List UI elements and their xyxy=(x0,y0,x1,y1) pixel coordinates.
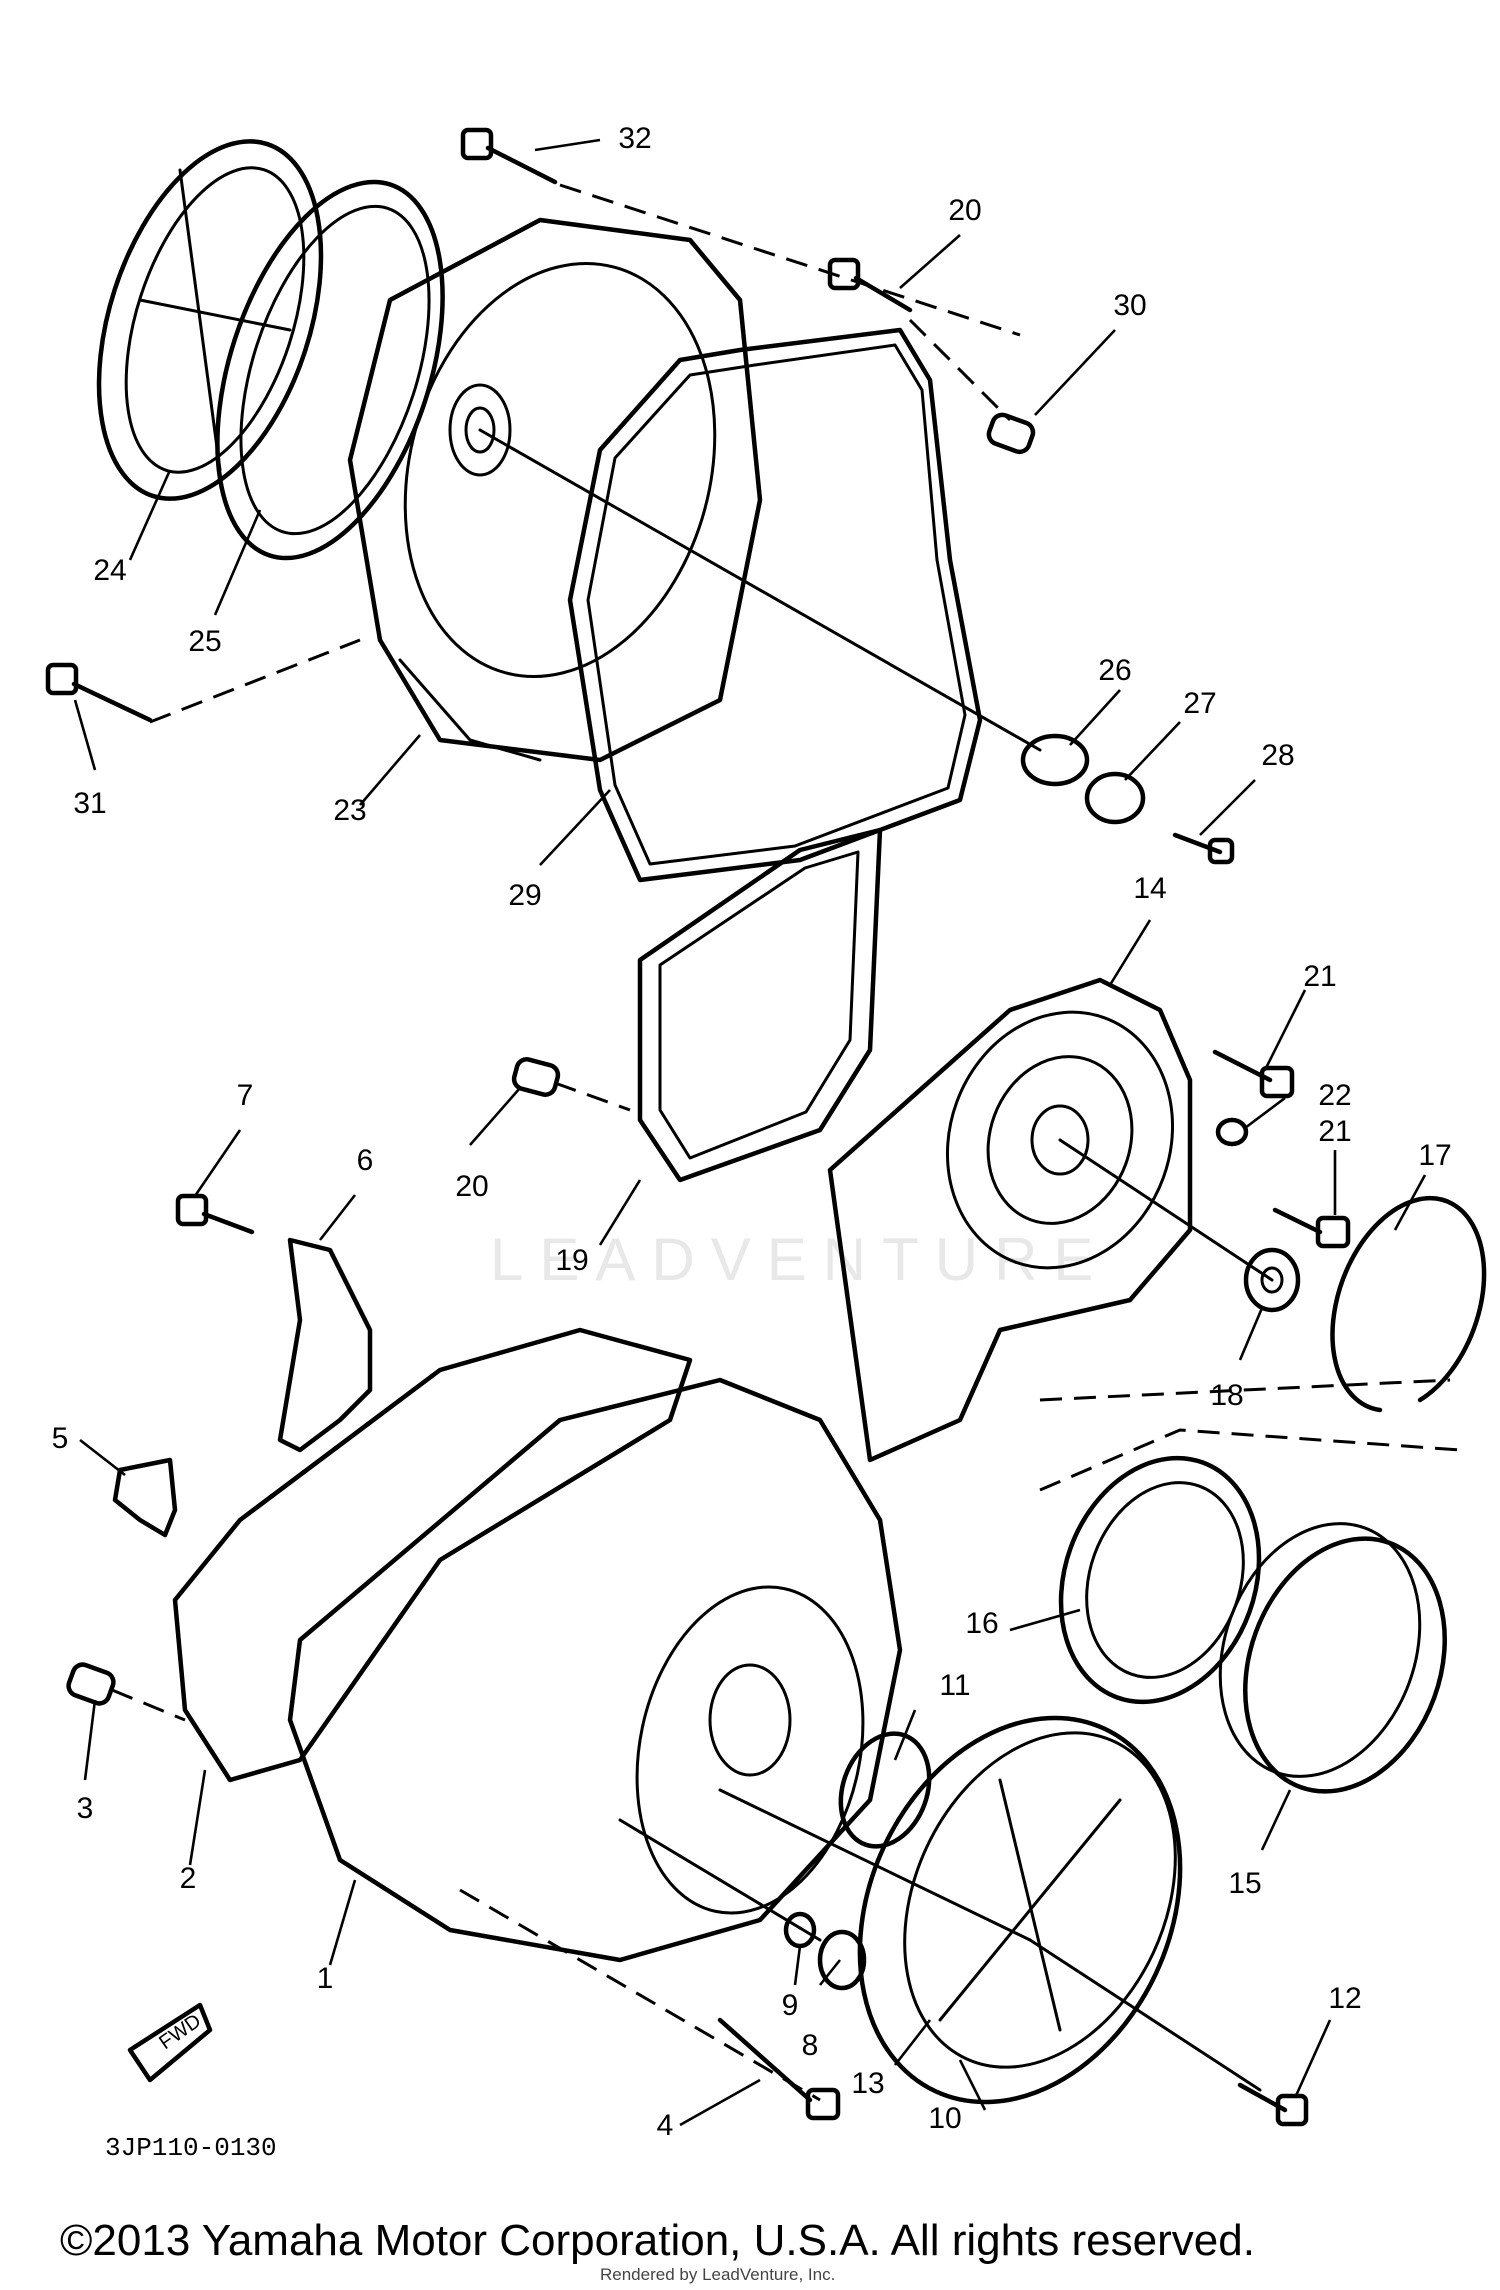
callout-20: 20 xyxy=(455,1170,488,1203)
callout-6: 6 xyxy=(357,1144,374,1177)
callout-14: 14 xyxy=(1133,872,1166,905)
part-27-collar xyxy=(1020,733,1090,787)
callout-15: 15 xyxy=(1228,1867,1261,1900)
copyright-notice: ©2013 Yamaha Motor Corporation, U.S.A. A… xyxy=(60,2216,1255,2265)
callouts: 32 20 30 24 25 31 23 29 26 27 28 14 21 2… xyxy=(52,122,1452,2142)
part-25-cover-ring xyxy=(96,139,324,501)
callout-22: 22 xyxy=(1318,1079,1351,1112)
part-14-cover xyxy=(827,977,1193,1463)
callout-11: 11 xyxy=(939,1669,970,1702)
callout-4: 4 xyxy=(657,2109,674,2142)
part-29-screw xyxy=(1172,832,1235,865)
callout-3: 3 xyxy=(77,1792,94,1825)
part-30-gasket xyxy=(567,327,983,883)
callout-21-upper: 21 xyxy=(1303,960,1336,993)
callout-31: 30 xyxy=(1113,289,1146,322)
part-3-dowel xyxy=(66,1662,116,1706)
callout-7: 7 xyxy=(237,1079,254,1112)
callout-28: 27 xyxy=(1183,687,1216,720)
diagram-code: 3JP110-0130 xyxy=(105,2133,277,2163)
callout-16: 16 xyxy=(965,1607,998,1640)
callout-33: 32 xyxy=(618,122,651,155)
part-32-bolt xyxy=(45,662,153,723)
fwd-arrow-icon: FWD xyxy=(127,2002,213,2083)
part-4-bolt xyxy=(717,2017,841,2121)
callout-12: 12 xyxy=(1328,1982,1361,2015)
part-8-plug xyxy=(817,1929,867,1991)
callout-19: 19 xyxy=(555,1244,588,1277)
callout-10: 10 xyxy=(928,2102,961,2135)
part-21-bolt-lower xyxy=(1272,1207,1351,1249)
part-6-bracket xyxy=(277,1237,373,1453)
part-22-o-ring xyxy=(1215,1117,1249,1147)
part-33-bolt xyxy=(460,127,558,185)
part-7-bolt xyxy=(175,1193,255,1235)
callout-8: 8 xyxy=(802,2029,819,2062)
part-16-seal-ring xyxy=(1058,1455,1262,1705)
callout-32: 31 xyxy=(73,787,106,820)
part-31-dowel xyxy=(986,412,1036,455)
callout-30: 29 xyxy=(508,879,541,912)
callout-2: 2 xyxy=(180,1862,197,1895)
callout-29: 28 xyxy=(1261,739,1294,772)
callout-13: 13 xyxy=(851,2067,884,2100)
callout-18: 18 xyxy=(1210,1379,1243,1412)
part-10-cover xyxy=(857,1715,1183,2105)
part-2-gasket xyxy=(172,1327,693,1783)
watermark: LEADVENTURE xyxy=(490,1226,1109,1293)
part-24-cover xyxy=(347,217,763,763)
callout-23: 20 xyxy=(948,194,981,227)
callout-25: 24 xyxy=(93,554,126,587)
callout-9: 9 xyxy=(782,1989,799,2022)
part-15-cap xyxy=(1218,1522,1447,1794)
part-21-bolt-upper xyxy=(1212,1049,1295,1099)
part-12-screw xyxy=(1237,2082,1309,2127)
callout-26: 25 xyxy=(188,625,221,658)
callout-1: 1 xyxy=(317,1962,334,1995)
rendered-by-note: Rendered by LeadVenture, Inc. xyxy=(600,2265,835,2284)
callout-24: 23 xyxy=(333,794,366,827)
part-18-washer xyxy=(1243,1247,1301,1313)
part-28-seal xyxy=(1084,771,1146,825)
part-17-circlip xyxy=(1330,1195,1487,1413)
callout-21-lower: 21 xyxy=(1318,1115,1351,1148)
part-9-o-ring xyxy=(783,1911,817,1949)
part-5-clamp xyxy=(112,1457,178,1538)
part-19-gasket xyxy=(637,827,883,1183)
callout-5: 5 xyxy=(52,1422,69,1455)
callout-27: 26 xyxy=(1098,654,1131,687)
part-1-crankcase-cover xyxy=(287,1377,903,1963)
callout-17: 17 xyxy=(1418,1139,1451,1172)
part-11-o-ring xyxy=(838,1731,932,1849)
